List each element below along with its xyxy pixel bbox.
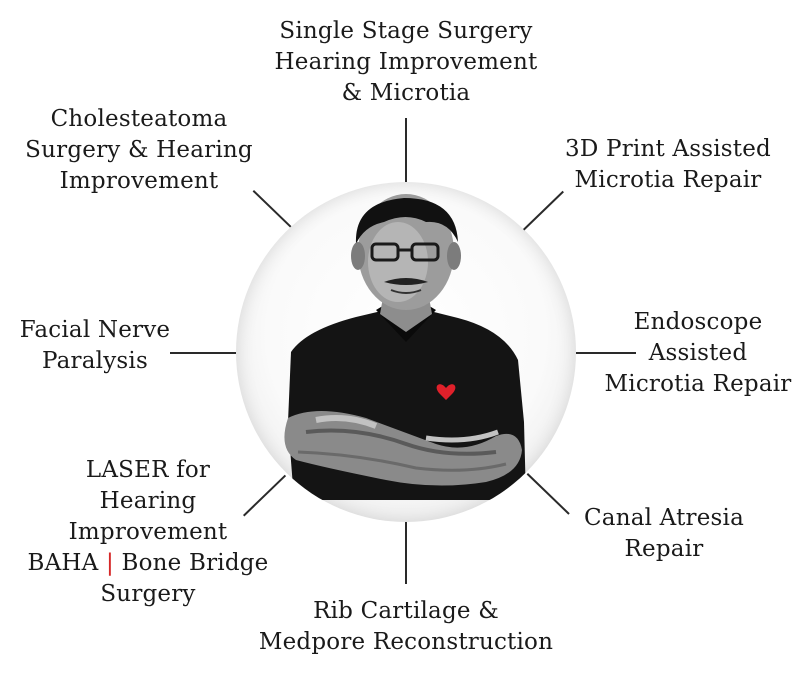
label-line: Endoscope — [633, 309, 763, 335]
label-rib-cartilage: Rib Cartilage & Medpore Reconstruction — [236, 596, 576, 658]
label-facial-nerve: Facial Nerve Paralysis — [10, 315, 180, 377]
label-line: Facial Nerve — [19, 317, 171, 343]
label-line: Rib Cartilage & — [313, 598, 499, 624]
label-line: Cholesteatoma — [50, 106, 228, 132]
connector-right — [576, 352, 636, 354]
label-line: Microtia Repair — [574, 167, 762, 193]
connector-left — [170, 352, 236, 354]
label-line: Paralysis — [42, 348, 148, 374]
label-line: 3D Print Assisted — [565, 136, 771, 162]
label-laser-baha: LASER for Hearing Improvement BAHA | Bon… — [20, 455, 276, 610]
doctor-portrait-icon — [284, 194, 526, 500]
label-part: BAHA — [27, 550, 107, 576]
label-canal-atresia: Canal Atresia Repair — [566, 503, 762, 565]
label-line: Surgery & Hearing — [25, 137, 253, 163]
label-line: Canal Atresia — [583, 505, 745, 531]
label-line: BAHA | Bone Bridge — [20, 548, 276, 579]
label-line: & Microtia — [341, 80, 471, 106]
label-line: Single Stage Surgery — [279, 18, 533, 44]
label-line: Hearing — [99, 488, 197, 514]
separator-bar: | — [106, 550, 114, 576]
connector-top — [405, 118, 407, 182]
label-3d-print-microtia: 3D Print Assisted Microtia Repair — [548, 134, 788, 196]
label-cholesteatoma: Cholesteatoma Surgery & Hearing Improvem… — [14, 104, 264, 197]
label-line: Surgery — [100, 581, 196, 607]
label-line: Improvement — [59, 168, 219, 194]
label-line: Hearing Improvement — [274, 49, 538, 75]
label-line: LASER for — [85, 457, 211, 483]
label-line: Repair — [624, 536, 704, 562]
label-single-stage-surgery: Single Stage Surgery Hearing Improvement… — [236, 16, 576, 109]
label-line: Assisted — [648, 340, 748, 366]
connector-bottom — [405, 522, 407, 584]
label-endoscope-microtia: Endoscope Assisted Microtia Repair — [596, 307, 800, 400]
label-line: Improvement — [68, 519, 228, 545]
label-line: Medpore Reconstruction — [258, 629, 554, 655]
label-part: Bone Bridge — [113, 550, 269, 576]
label-line: Microtia Repair — [604, 371, 792, 397]
